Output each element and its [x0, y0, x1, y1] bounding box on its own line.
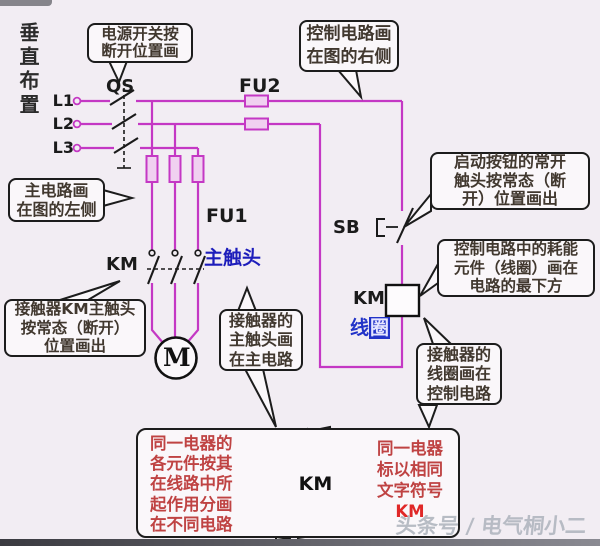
callout-start-button: 启动按钮的常开 触头按常态（断 开）位置画出 [430, 152, 590, 210]
callout-line: 元件（线圈）画在 [453, 258, 578, 277]
label-coil-word: 线圈 [350, 313, 391, 340]
bottom-right-km: KM [395, 502, 425, 521]
callout-line: 电路的最下方 [469, 277, 563, 296]
bottom-edge-artifact [0, 539, 600, 546]
label-km-coil: KM [353, 288, 385, 309]
tail-coil-bottom [419, 260, 439, 297]
label-l1: L1 [52, 91, 74, 110]
label-qs: QS [106, 76, 135, 97]
fu2-fuses [244, 94, 269, 131]
callout-line: 主电路画 [24, 180, 89, 200]
bottom-summary-box [136, 428, 460, 538]
contact-pivot-1 [148, 249, 156, 257]
wire-to-motor [150, 283, 200, 345]
callout-line: 接触器KM主触头 [14, 300, 136, 319]
power-wires [80, 99, 404, 369]
callout-line: 按常态（断开） [20, 318, 130, 337]
tail-start-button [403, 191, 432, 228]
bottom-left-line: 在线路中所 [150, 474, 233, 494]
callout-line: 在图的右侧 [306, 47, 392, 67]
qs-switch-symbol [109, 88, 139, 169]
label-l3: L3 [52, 138, 74, 157]
label-main-contact: 主触头 [204, 247, 262, 269]
callout-line: 位置画出 [43, 337, 106, 356]
tail-contact-up [236, 285, 258, 312]
bottom-left-line: 起作用分画 [150, 494, 233, 514]
top-edge-artifact [0, 0, 52, 6]
bottom-right-text: 同一电器 标以相同 文字符号 KM [368, 438, 452, 522]
terminal-l2 [72, 119, 82, 129]
callout-line: 控制电路画 [306, 24, 392, 44]
motor-letter: M [163, 343, 191, 372]
callout-line: 接触器的 [426, 344, 491, 364]
fu1-fuse-3 [191, 155, 205, 183]
contact-blade-1 [147, 255, 160, 285]
coil-char-2: 圈 [369, 317, 391, 339]
callout-coil-bottom: 控制电路中的耗能 元件（线圈）画在 电路的最下方 [437, 239, 595, 297]
contact-blade-3 [193, 255, 206, 285]
callout-line: 启动按钮的常开 [453, 152, 566, 172]
callout-control-side: 控制电路画 在图的右侧 [299, 20, 399, 72]
fu1-fuse-1 [145, 155, 159, 183]
qs-blade-1 [109, 89, 135, 106]
label-l2: L2 [52, 114, 74, 133]
watermark: 头条号 / 电气桐小二 [394, 514, 588, 538]
bottom-right-line: 同一电器 [377, 439, 443, 458]
bottom-left-line: 在不同电路 [150, 514, 233, 534]
label-sb: SB [333, 217, 360, 238]
coil-char-1: 线 [350, 317, 370, 339]
source-terminals [72, 96, 82, 153]
tail-main-side [102, 188, 136, 208]
bottom-right-line: 标以相同 [377, 460, 443, 479]
callout-power-switch: 电源开关按 断开位置画 [87, 23, 193, 63]
fu1-fuses [145, 155, 205, 183]
callout-line: 电源开关按 [101, 24, 179, 43]
callout-line: 断开位置画 [101, 42, 179, 60]
tail-coil-down [417, 404, 439, 430]
label-km-contacts: KM [106, 254, 138, 275]
fu2-fuse-2 [244, 117, 269, 131]
bottom-left-line: 各元件按其 [150, 454, 233, 474]
label-fu1: FU1 [206, 205, 248, 227]
wire-control-loop [318, 101, 404, 369]
bottom-left-line: 同一电器的 [150, 434, 233, 453]
km-main-contacts-symbol [147, 249, 206, 285]
vertical-title: 垂直布置 [16, 22, 40, 118]
terminal-l3 [72, 143, 82, 153]
callout-coil-in-control: 接触器的 线圈画在 控制电路 [416, 343, 502, 405]
bottom-right-line: 文字符号 [377, 481, 443, 500]
callout-line: 控制电路中的耗能 [453, 240, 578, 259]
contact-pivot-3 [194, 249, 202, 257]
tail-control-side [335, 69, 363, 101]
contact-pivot-2 [171, 249, 179, 257]
km-coil-box [384, 283, 421, 318]
callout-line: 接触器的 [228, 310, 293, 330]
callout-line: 触头按常态（断 [453, 170, 566, 190]
callout-line: 主触头画 [228, 330, 293, 350]
callout-line: 开）位置画出 [461, 189, 558, 209]
bottom-left-text: 同一电器的 各元件按其 在线路中所 起作用分画 在不同电路 [150, 434, 233, 535]
tail-contact-down [243, 368, 277, 428]
callout-km-main-contact: 接触器KM主触头 按常态（断开） 位置画出 [4, 299, 146, 357]
contact-blade-2 [170, 255, 183, 285]
callout-line: 在主电路 [228, 349, 293, 369]
sb-actuator-bracket [376, 218, 385, 237]
qs-blade-3 [113, 137, 139, 154]
tail-km-main-contact [59, 280, 121, 301]
label-fu2: FU2 [239, 75, 281, 97]
callout-line: 在图的左侧 [16, 200, 97, 219]
tail-coil-up [423, 317, 454, 345]
callout-contact-in-main: 接触器的 主触头画 在主电路 [219, 309, 303, 371]
callout-main-side: 主电路画 在图的左侧 [8, 178, 105, 222]
fu2-fuse-1 [244, 94, 269, 108]
contactor-km-label: KM [298, 473, 333, 495]
qs-blade-2 [111, 113, 137, 130]
fu1-fuse-2 [168, 155, 182, 183]
motor-circle [154, 336, 198, 380]
callout-line: 控制电路 [426, 383, 491, 403]
terminal-l1 [72, 96, 82, 106]
callout-line: 线圈画在 [426, 364, 491, 384]
